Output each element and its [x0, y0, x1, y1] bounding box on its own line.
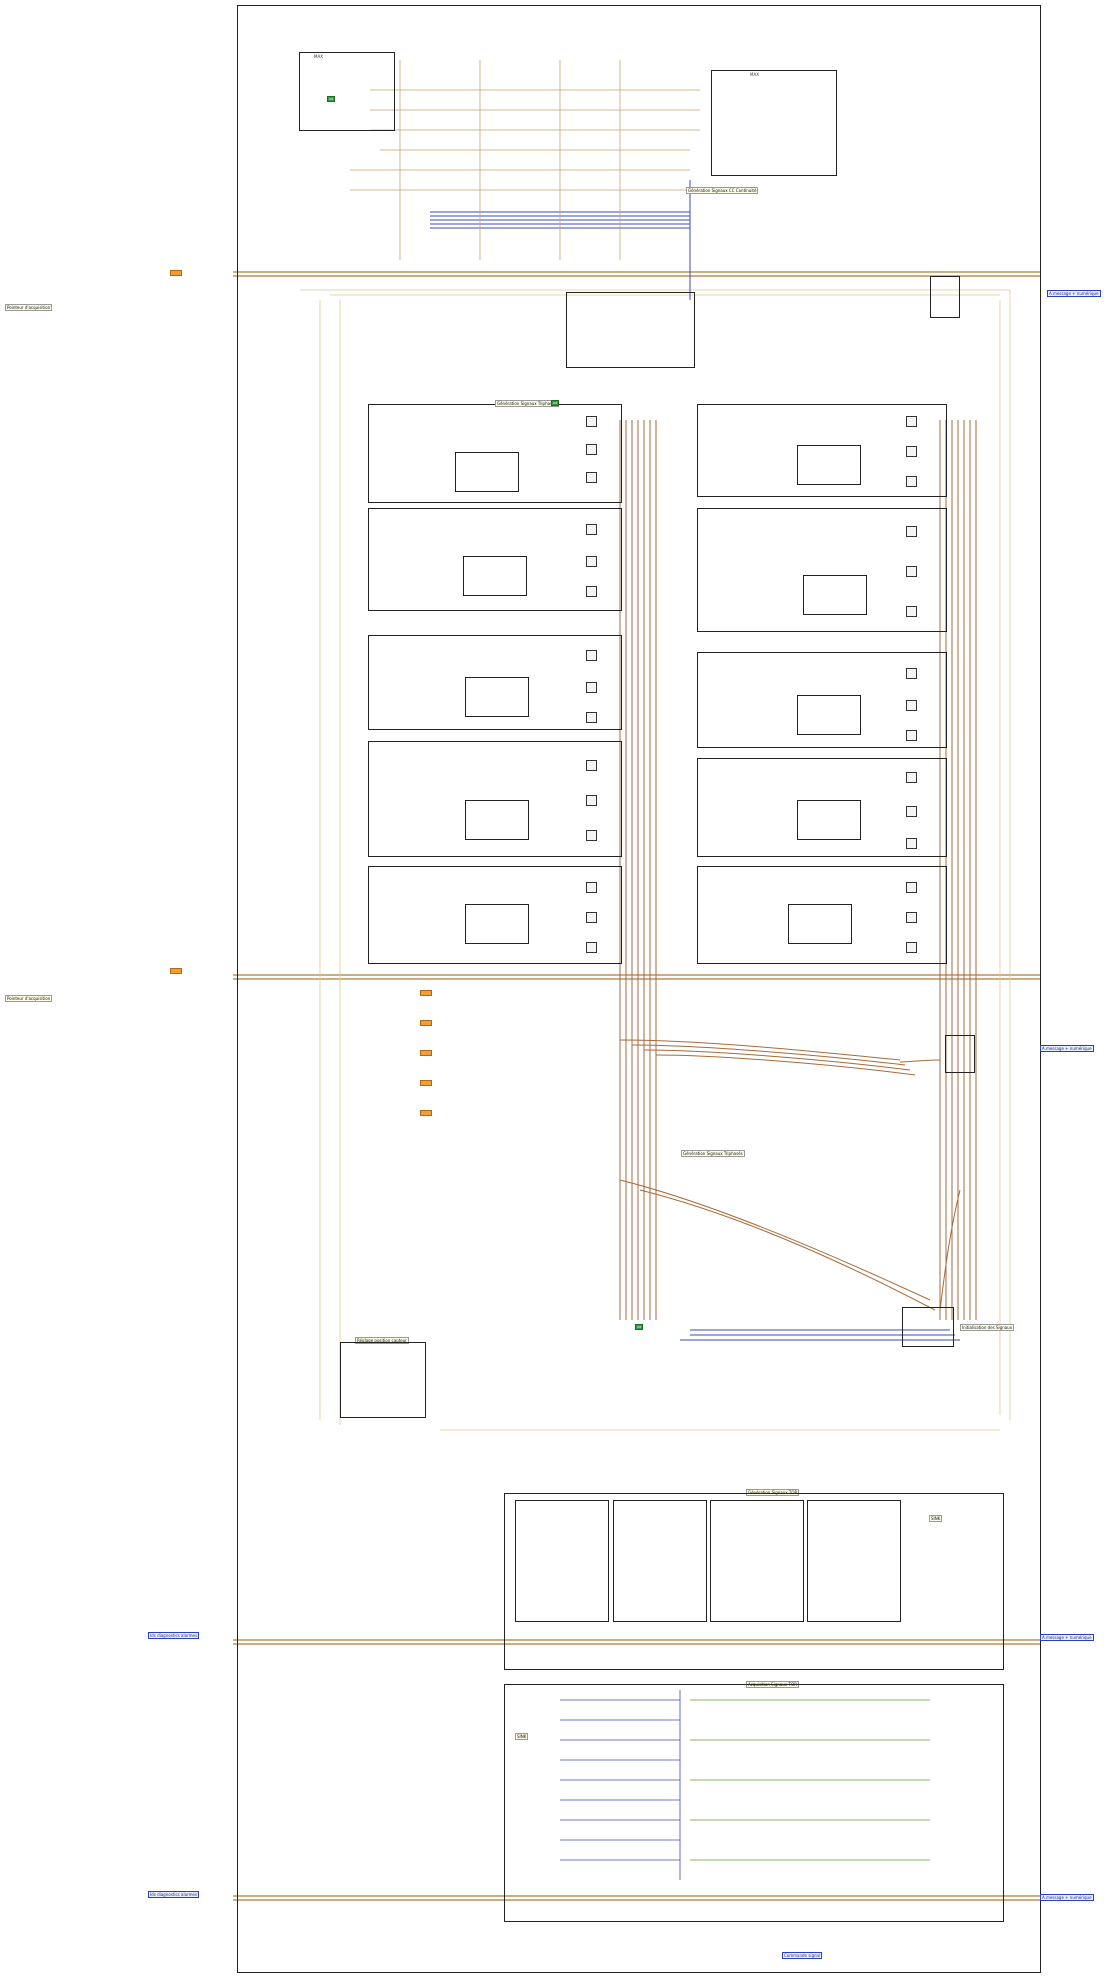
merge-node [906, 526, 917, 537]
inner-box [463, 556, 527, 596]
triphase-panel-left-5 [368, 866, 622, 964]
merge-node [906, 668, 917, 679]
merge-node [586, 795, 597, 806]
numeric-constant: U8 [551, 400, 560, 406]
triphase-panel-right-5 [697, 866, 947, 964]
main-loop-frame [237, 5, 1041, 1973]
top-subvi-box: MAX [299, 52, 395, 131]
tor-generation-frame [504, 1493, 1004, 1670]
inner-box [803, 575, 867, 615]
top-right-box-label: MAX [750, 72, 759, 77]
tor-sub-1 [515, 1500, 609, 1622]
merge-node [586, 712, 597, 723]
control-terminal [420, 1110, 432, 1116]
merge-node [586, 416, 597, 427]
section-label: Génération Signaux TOR [746, 1489, 800, 1496]
inner-box [797, 445, 861, 485]
control-terminal [170, 968, 182, 974]
control-terminal [420, 990, 432, 996]
left-input-label: Pointeur d'acquisition [5, 995, 53, 1002]
merge-node [906, 806, 917, 817]
function-block [930, 276, 960, 318]
top-right-subvi-box: MAX [711, 70, 837, 176]
control-terminal [420, 1080, 432, 1086]
merge-node [586, 556, 597, 567]
merge-node [906, 882, 917, 893]
top-box-label: MAX [314, 54, 323, 59]
function-block [902, 1307, 954, 1347]
function-block [945, 1035, 975, 1073]
section-label: Génération Signaux CC Continuité [686, 187, 759, 194]
section-label: Génération Signaux Triphasés [495, 400, 559, 407]
merge-node [586, 882, 597, 893]
left-input-label: Ids diagnostics alarmes [148, 1891, 200, 1898]
inner-box [797, 800, 861, 840]
merge-node [906, 942, 917, 953]
tor-sub-3 [710, 1500, 804, 1622]
merge-node [586, 682, 597, 693]
section-label: SINK [515, 1733, 529, 1740]
merge-node [906, 416, 917, 427]
inner-box [465, 904, 529, 944]
inner-box [465, 800, 529, 840]
merge-node [906, 606, 917, 617]
triphase-panel-left-2 [368, 508, 622, 611]
right-output-label: A.message + numérique [1040, 1894, 1094, 1901]
triphase-panel-right-4 [697, 758, 947, 857]
left-input-label: Ids diagnostics alarmes [148, 1632, 200, 1639]
control-terminal [170, 270, 182, 276]
triphase-panel-right-3 [697, 652, 947, 748]
merge-node [906, 476, 917, 487]
numeric-constant: U8 [635, 1324, 644, 1330]
merge-node [586, 586, 597, 597]
merge-node [586, 650, 597, 661]
inner-box [788, 904, 852, 944]
command-signal-label: Commande signal [782, 1952, 823, 1959]
tor-acquisition-frame [504, 1684, 1004, 1922]
merge-node [906, 838, 917, 849]
merge-node [906, 912, 917, 923]
top-cluster-block [566, 292, 695, 368]
merge-node [906, 446, 917, 457]
tor-sub-4 [807, 1500, 901, 1622]
position-sensor-box [340, 1342, 426, 1418]
merge-node [586, 472, 597, 483]
right-output-label: A.message + numérique [1047, 290, 1101, 297]
merge-node [586, 444, 597, 455]
merge-node [586, 942, 597, 953]
merge-node [586, 760, 597, 771]
triphase-panel-left-3 [368, 635, 622, 730]
inner-box [465, 677, 529, 717]
merge-node [906, 772, 917, 783]
section-label: SINK [929, 1515, 943, 1522]
section-label: Initialisation des Signaux [960, 1324, 1015, 1331]
merge-node [906, 700, 917, 711]
triphase-panel-left-4 [368, 741, 622, 857]
tor-sub-2 [613, 1500, 707, 1622]
right-output-label: A.message + numérique [1040, 1045, 1094, 1052]
merge-node [586, 830, 597, 841]
triphase-panel-right-2 [697, 508, 947, 632]
section-label: Génération Signaux Triphasés [681, 1150, 745, 1157]
right-output-label: A.message + numérique [1040, 1634, 1094, 1641]
merge-node [906, 730, 917, 741]
merge-node [906, 566, 917, 577]
left-input-label: Pointeur d'acquisition [5, 304, 53, 311]
section-label: Réglage position capteur [355, 1337, 409, 1344]
merge-node [586, 524, 597, 535]
triphase-panel-right-1 [697, 404, 947, 497]
numeric-constant: U8 [327, 96, 336, 102]
merge-node [586, 912, 597, 923]
inner-box [455, 452, 519, 492]
control-terminal [420, 1020, 432, 1026]
control-terminal [420, 1050, 432, 1056]
inner-box [797, 695, 861, 735]
